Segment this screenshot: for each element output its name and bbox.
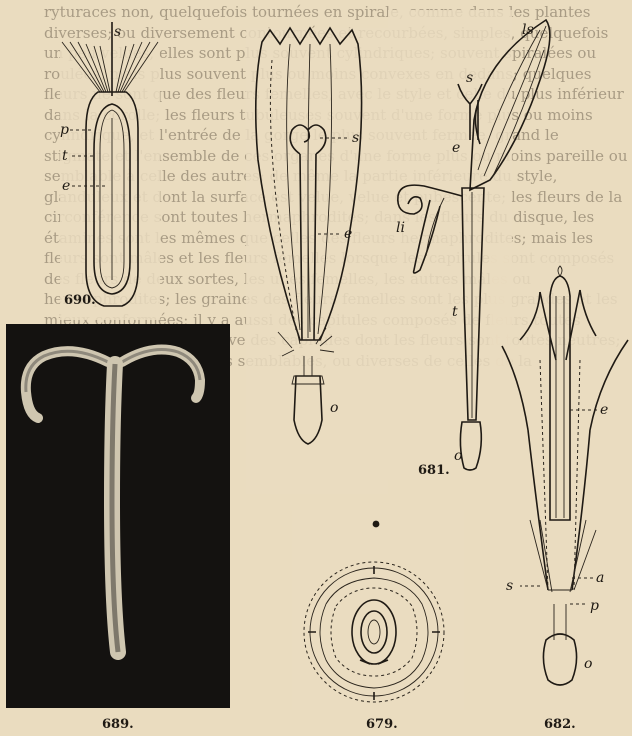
floret-label-s: s — [352, 130, 359, 146]
figure-679: 679. — [292, 510, 464, 732]
fig679-number: 679. — [366, 717, 398, 732]
fig682-label-e: e — [600, 402, 608, 418]
fig689-number: 689. — [102, 717, 134, 732]
fig690-number: 690. — [64, 293, 96, 308]
figure-682: e s a p o 682. — [490, 250, 630, 732]
fig681-label-ls: ls — [522, 22, 534, 38]
fig681-label-e: e — [452, 140, 460, 156]
fig682-label-p: p — [590, 598, 599, 614]
figure-floret-center: s e o — [246, 28, 388, 494]
fig690-label-t: t — [62, 148, 68, 164]
fig690-label-e: e — [62, 178, 70, 194]
fig681-number: 681. — [418, 463, 450, 478]
fig682-label-s: s — [506, 578, 513, 594]
floret-label-o: o — [330, 400, 338, 416]
fig682-label-a: a — [596, 570, 604, 586]
fig681-label-o: o — [454, 448, 462, 464]
fig682-number: 682. — [544, 717, 576, 732]
floret-label-e: e — [344, 226, 352, 242]
fig681-label-s: s — [466, 70, 473, 86]
fig682-label-o: o — [584, 656, 592, 672]
figure-690: s p t e 690. — [60, 22, 160, 320]
fig690-label-p: p — [60, 122, 69, 138]
fig681-label-t: t — [452, 304, 458, 320]
fig690-label-s: s — [114, 24, 121, 40]
fig681-label-li: li — [396, 220, 405, 236]
